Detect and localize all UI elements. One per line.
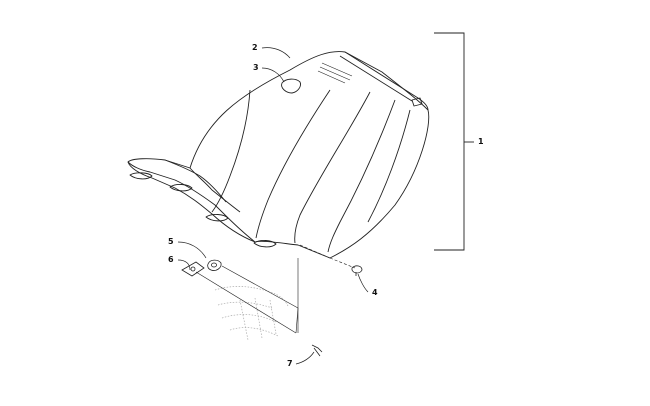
axis-lines [195, 258, 299, 334]
bracket [181, 261, 205, 277]
grommet [207, 259, 222, 271]
bumper-1 [129, 172, 153, 180]
bumper-4 [253, 240, 277, 248]
handle-pad [281, 78, 301, 94]
bracket-hole [190, 266, 196, 272]
callout-1: 1 [478, 137, 484, 146]
callout-4: 4 [372, 288, 378, 297]
callout-5: 5 [168, 237, 174, 246]
leader-lines [177, 47, 369, 365]
seat-ridge-inner [339, 55, 413, 102]
seat-pleat-1 [211, 89, 251, 213]
grommet-hole [211, 262, 217, 268]
leader-4 [357, 273, 369, 293]
seat-side-edge [189, 167, 241, 213]
seat-outline [127, 51, 430, 259]
callout-6: 6 [168, 255, 174, 264]
seat-logo [317, 62, 353, 84]
phantom-lines [299, 244, 356, 269]
callout-3: 3 [253, 63, 259, 72]
push-pin [351, 265, 363, 274]
callout-7: 7 [287, 359, 293, 368]
seat-pleat-4 [327, 99, 396, 253]
bumper-2 [169, 184, 193, 192]
leader-2 [261, 47, 291, 59]
seat-rear-edge [164, 159, 227, 203]
bumper-3 [205, 214, 229, 222]
faint-detail [214, 286, 289, 341]
hardware-group [181, 259, 363, 357]
seat-skirt [127, 161, 256, 243]
callout-2: 2 [252, 43, 258, 52]
leader-5 [177, 241, 207, 259]
seat-pleat-5 [367, 109, 411, 223]
seat-ridge [344, 51, 429, 111]
leader-3 [261, 67, 285, 83]
seat-pleat-2 [255, 89, 331, 239]
assembly-bracket [434, 32, 474, 251]
rear-latch [411, 97, 423, 107]
leader-6 [177, 259, 191, 271]
leader-7 [295, 351, 315, 365]
seat-assembly [127, 51, 430, 259]
seat-pleat-3 [294, 91, 371, 244]
clip [311, 344, 323, 357]
